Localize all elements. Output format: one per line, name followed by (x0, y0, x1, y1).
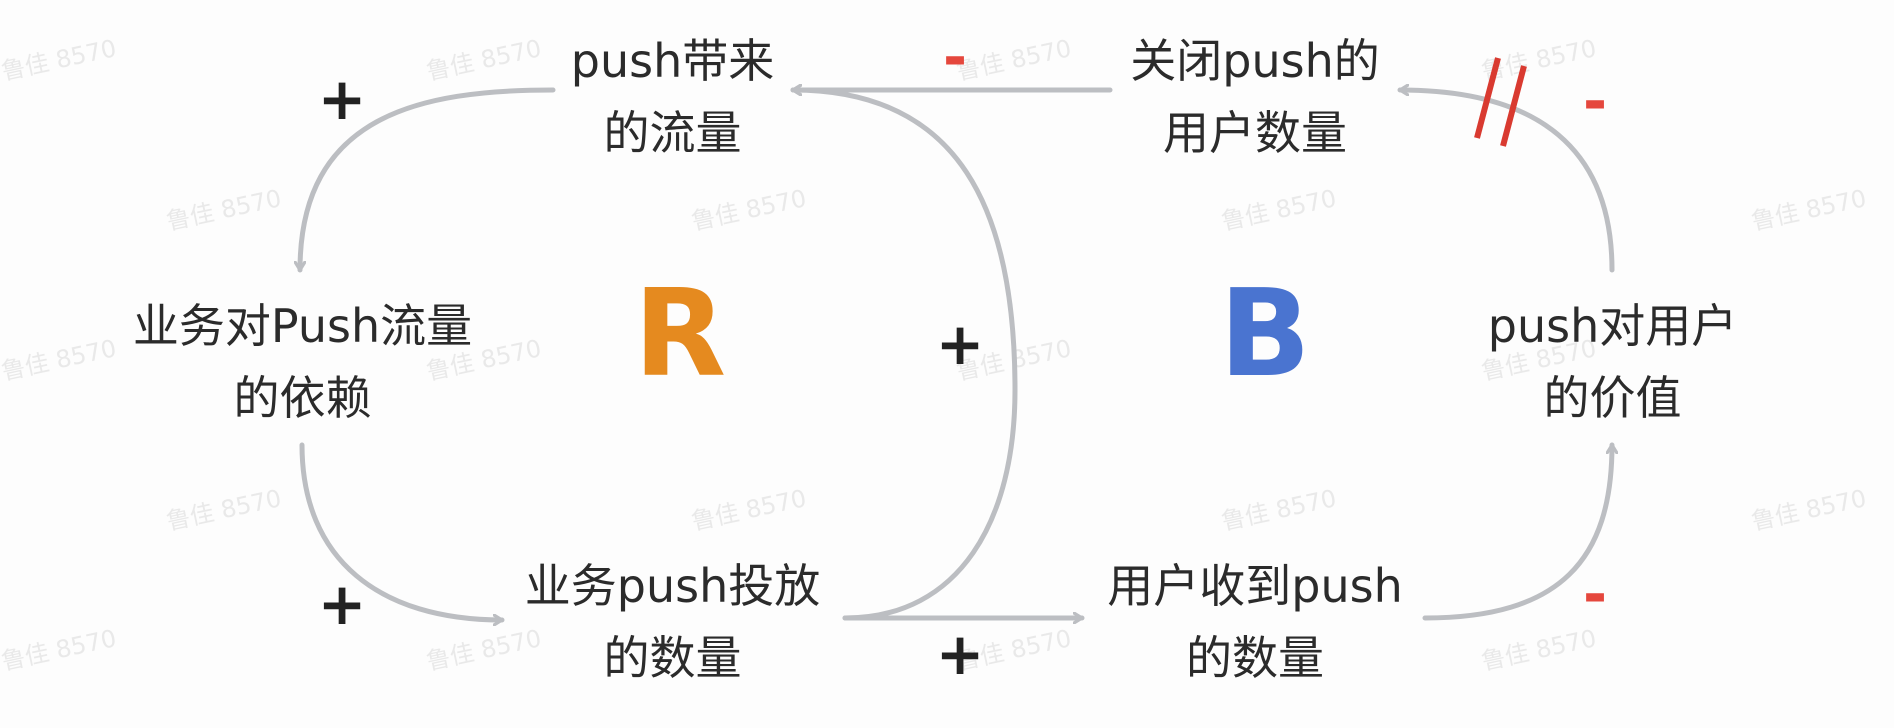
loop-label-balancing: B (1219, 265, 1311, 404)
sign-plus: + (317, 65, 367, 133)
link-traffic-to-dependence (300, 87, 556, 273)
node-line: 的依赖 (233, 371, 372, 425)
node-close-users: 关闭push的 用户数量 (1110, 25, 1400, 169)
node-line: 的数量 (603, 631, 742, 685)
sign-minus: - (1582, 560, 1608, 628)
node-line: 的流量 (603, 106, 742, 160)
node-received: 用户收到push 的数量 (1090, 550, 1420, 694)
node-line: push带来 (570, 34, 775, 88)
node-line: 的价值 (1543, 371, 1682, 425)
sign-plus: + (935, 310, 985, 378)
link-received-to-value (1422, 442, 1612, 621)
node-push-traffic: push带来 的流量 (550, 25, 795, 169)
node-push-count: 业务push投放 的数量 (505, 550, 840, 694)
node-line: 用户数量 (1163, 106, 1347, 160)
node-line: 业务对Push流量 (132, 299, 473, 353)
link-count-to-traffic (790, 90, 1018, 621)
node-line: 用户收到push (1107, 559, 1403, 613)
delay-mark (1474, 57, 1527, 147)
sign-minus: - (942, 23, 968, 91)
node-line: 的数量 (1186, 631, 1324, 685)
loop-label-reinforcing: R (633, 265, 727, 404)
link-dependence-to-count (299, 442, 505, 620)
sign-plus: + (935, 620, 985, 688)
link-value-to-close (1397, 90, 1615, 273)
node-dependence: 业务对Push流量 的依赖 (95, 290, 510, 434)
sign-minus: - (1582, 67, 1608, 135)
node-line: 业务push投放 (524, 559, 821, 613)
sign-plus: + (317, 570, 367, 638)
node-line: 关闭push的 (1130, 34, 1380, 88)
node-line: push对用户 (1487, 299, 1738, 353)
node-push-value: push对用户 的价值 (1460, 290, 1765, 434)
